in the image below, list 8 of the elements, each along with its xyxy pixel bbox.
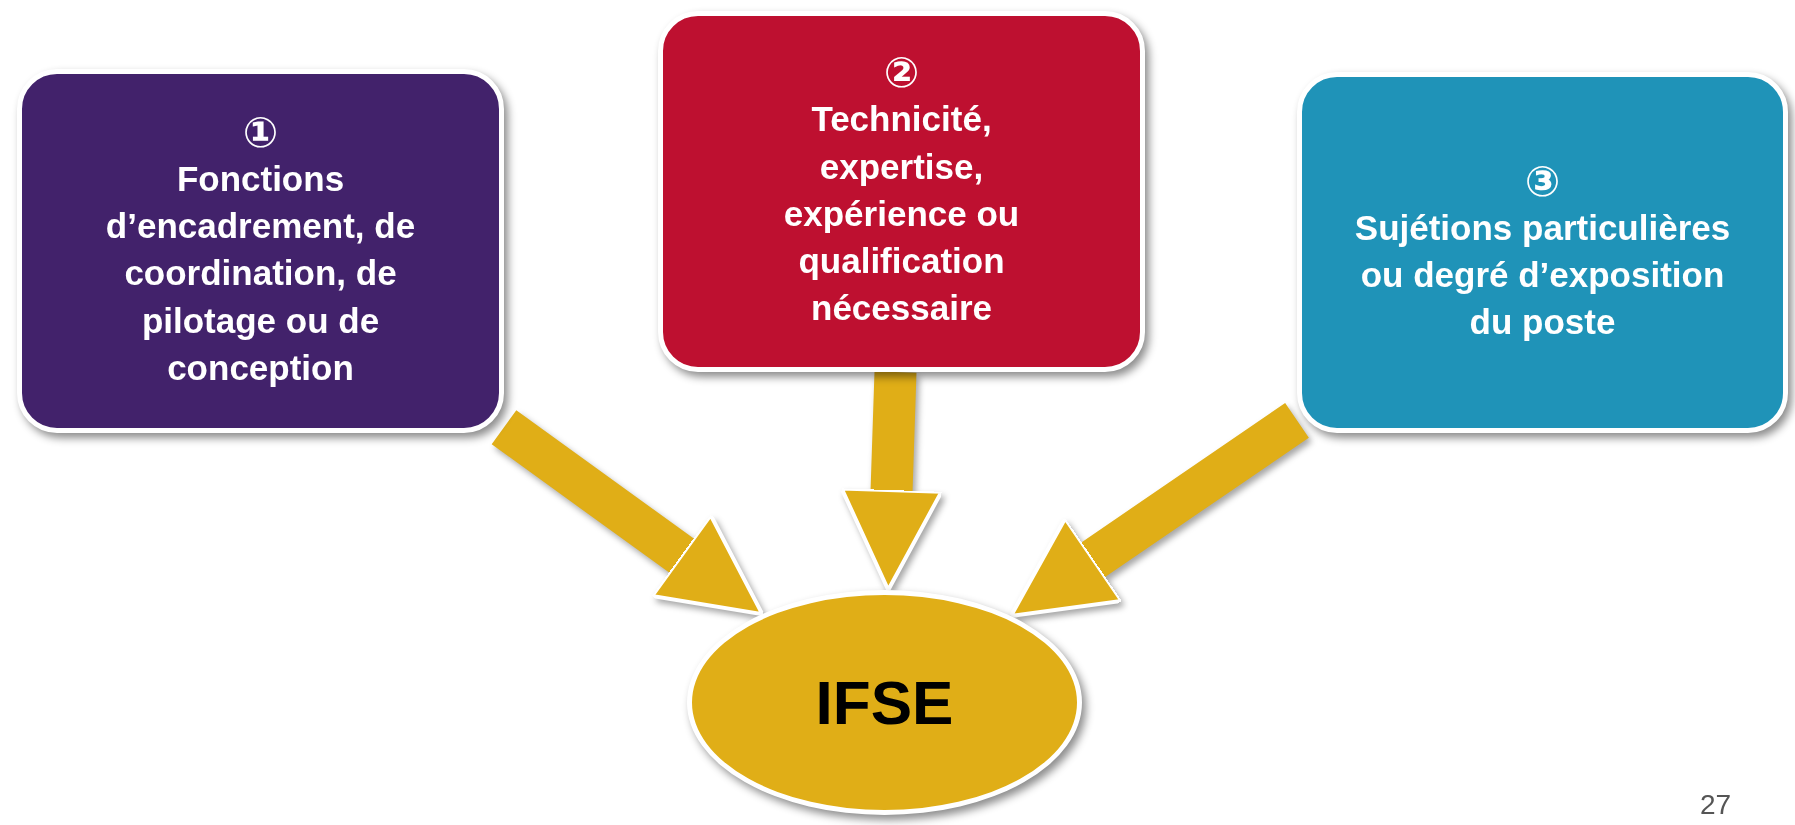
step-number: ② (883, 51, 920, 96)
step-number: ① (242, 110, 279, 155)
box-label: Fonctions d’encadrement, de coordination, de pilotage ou de conception (104, 157, 417, 389)
box-label: Sujétions particulières ou degré d’exposition du poste (1353, 206, 1732, 344)
step-number: ③ (1524, 159, 1561, 204)
box-label: Technicité, expertise, expérience ou qualification nécessaire (782, 98, 1021, 330)
page-number: 27 (1700, 788, 1732, 822)
ellipse-label: IFSE (815, 667, 954, 739)
